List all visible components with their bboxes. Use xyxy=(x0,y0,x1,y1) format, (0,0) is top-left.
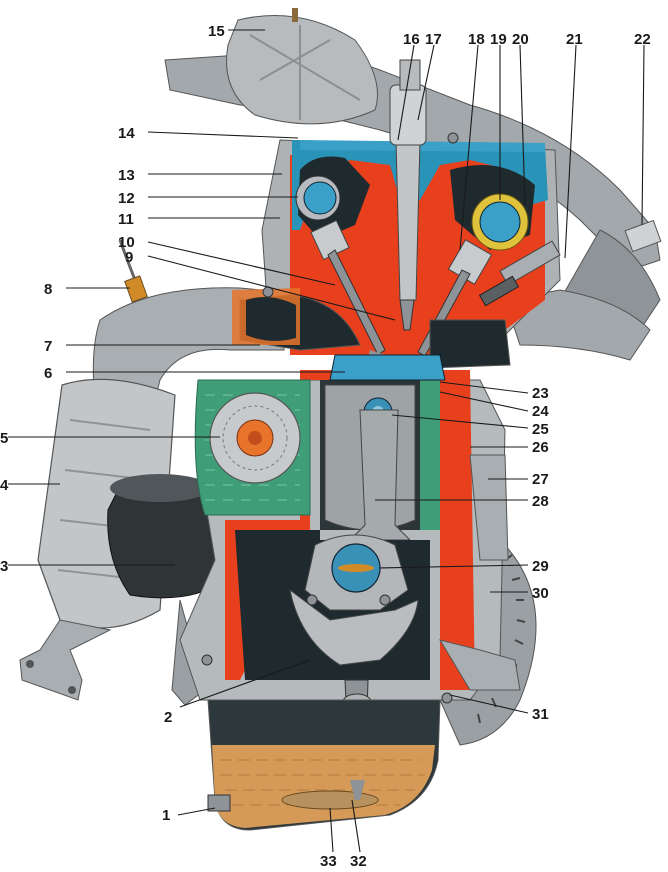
label-11: 11 xyxy=(118,211,134,228)
label-30: 30 xyxy=(532,585,549,602)
label-17: 17 xyxy=(425,31,442,48)
label-33: 33 xyxy=(320,853,337,870)
head-water-jacket xyxy=(292,140,548,230)
label-3: 3 xyxy=(0,558,8,575)
label-27: 27 xyxy=(532,471,549,488)
label-16: 16 xyxy=(403,31,420,48)
fuel-injector xyxy=(478,240,561,307)
label-18: 18 xyxy=(468,31,485,48)
spark-plug xyxy=(389,59,427,331)
label-23: 23 xyxy=(532,385,549,402)
label-29: 29 xyxy=(532,558,549,575)
callout-labels: 1 2 3 4 5 6 7 8 9 10 11 12 13 14 15 16 1… xyxy=(0,23,651,870)
oil-filter xyxy=(107,474,226,599)
label-14: 14 xyxy=(118,125,135,142)
label-26: 26 xyxy=(532,439,549,456)
bolts xyxy=(201,132,459,704)
label-4: 4 xyxy=(0,477,9,494)
crankshaft xyxy=(289,534,419,666)
camshaft-exhaust xyxy=(471,193,529,251)
camshaft-intake xyxy=(295,175,341,221)
intake-system xyxy=(164,8,662,361)
pulley xyxy=(209,392,301,484)
label-12: 12 xyxy=(118,190,135,207)
label-5: 5 xyxy=(0,430,8,447)
label-24: 24 xyxy=(532,403,549,420)
label-10: 10 xyxy=(118,234,135,251)
exhaust-port xyxy=(429,319,511,369)
right-side-parts xyxy=(438,454,521,691)
label-21: 21 xyxy=(566,31,583,48)
oxygen-sensor xyxy=(118,239,148,303)
label-25: 25 xyxy=(532,421,549,438)
label-7: 7 xyxy=(44,338,52,355)
label-1: 1 xyxy=(162,807,170,824)
label-19: 19 xyxy=(490,31,507,48)
label-15: 15 xyxy=(208,23,225,40)
label-31: 31 xyxy=(532,706,549,723)
label-13: 13 xyxy=(118,167,135,184)
label-8: 8 xyxy=(44,281,52,298)
label-9: 9 xyxy=(125,249,133,266)
oil-sump xyxy=(207,699,441,831)
combustion-chamber xyxy=(329,354,446,381)
leader-lines xyxy=(8,29,645,853)
label-22: 22 xyxy=(634,31,651,48)
label-2: 2 xyxy=(164,709,172,726)
label-20: 20 xyxy=(512,31,529,48)
label-32: 32 xyxy=(350,853,367,870)
label-6: 6 xyxy=(44,365,52,382)
label-28: 28 xyxy=(532,493,549,510)
